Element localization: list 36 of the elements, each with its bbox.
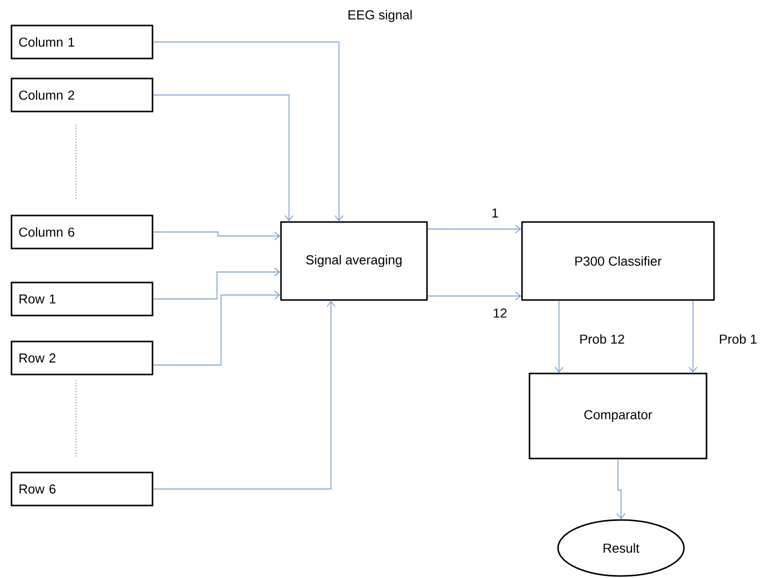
arrow (688, 300, 698, 373)
process-box (10, 214, 154, 250)
process-box (10, 78, 154, 112)
node-label: Row 6 (20, 484, 56, 494)
arrow (554, 300, 564, 373)
edge-label: Prob 1 (718, 333, 758, 345)
arrow (152, 290, 280, 366)
node-label: P300 Classifier (575, 256, 662, 266)
arrow (152, 300, 336, 490)
arrow (152, 232, 280, 240)
arrow (152, 94, 294, 222)
node-label: Result (604, 543, 640, 553)
node-label: Column 1 (19, 37, 74, 47)
arrow (427, 292, 522, 300)
node-label: Row 1 (20, 294, 56, 304)
node-label: Signal averaging (306, 254, 402, 268)
arrow (152, 42, 344, 222)
process-box (10, 282, 154, 316)
edge-label: 1 (490, 208, 500, 218)
arrow (616, 458, 626, 520)
edge-label: EEG signal (346, 8, 414, 24)
node-label: Column 6 (19, 227, 74, 237)
process-box (10, 340, 154, 376)
edge-label: Prob 12 (578, 333, 626, 345)
arrow (427, 224, 522, 234)
process-box (521, 221, 715, 301)
arrow (152, 268, 280, 300)
terminal-ellipse (557, 519, 685, 577)
process-box (10, 24, 154, 60)
node-label: Column 2 (19, 90, 74, 100)
process-box (280, 221, 428, 301)
edge-label: 12 (492, 307, 508, 319)
process-box (528, 372, 708, 460)
node-label: Comparator (584, 410, 652, 422)
process-box (10, 472, 154, 506)
node-label: Row 2 (20, 353, 56, 363)
